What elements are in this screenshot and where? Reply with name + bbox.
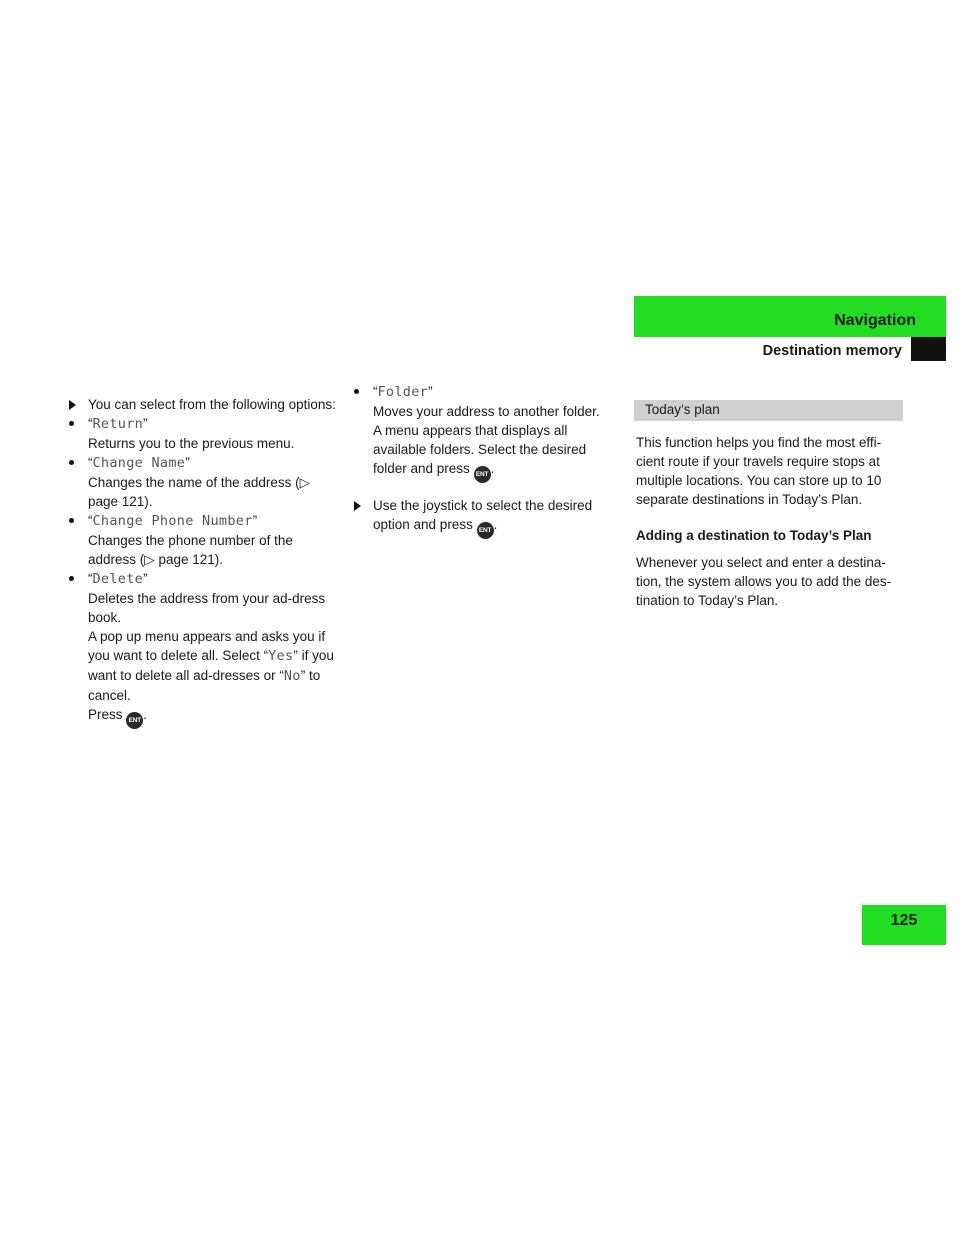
option-delete-label: Delete [92,571,144,587]
option-change-phone-desc: Changes the phone number of the address … [66,531,338,569]
page-number-tab [862,905,946,945]
step-text: You can select from the following option… [88,397,336,412]
section-heading-bar [634,400,903,421]
header-marker-block [911,337,946,361]
column-middle: “Folder” Moves your address to another f… [351,382,621,539]
chapter-title: Navigation [834,312,916,329]
ent-button-icon: ENT [126,712,144,729]
option-change-name-desc: Changes the name of the address (▷ page … [66,473,338,511]
option-return: “Return” [66,414,338,434]
todays-plan-intro: This function helps you find the most ef… [636,435,882,507]
option-delete: “Delete” [66,569,338,589]
header-chapter-bar [634,296,946,337]
desc-text: A menu appears that displays all availab… [373,423,587,476]
step-joystick: Use the joystick to select the desired o… [351,496,621,539]
page-ref-text: page 121). [158,552,223,567]
delete-popup-desc: A pop up menu appears and asks you if yo… [66,627,338,705]
bullet-icon [69,576,74,581]
step-select-options: You can select from the following option… [66,395,338,414]
adding-destination-subheading: Adding a destination to Today’s Plan [636,528,872,543]
page-ref-text: page 121). [88,494,153,509]
ent-button-icon: ENT [473,466,491,483]
option-return-desc: Returns you to the previous menu. [88,436,295,451]
page-ref-icon: ▷ [299,475,311,490]
todays-plan-heading: Today’s plan [645,402,720,417]
yes-label: Yes [268,648,294,664]
page-number: 125 [890,912,918,929]
column-left: You can select from the following option… [66,395,338,729]
option-folder: “Folder” [351,382,621,402]
option-folder-label: Folder [377,384,429,400]
folder-menu-desc: A menu appears that displays all availab… [351,421,621,483]
bullet-icon [69,460,74,465]
press-text: Press [88,707,123,722]
option-delete-desc: Deletes the address from your ad-dress b… [88,591,326,625]
ent-button-icon: ENT [476,522,494,539]
desc-text: A pop up menu appears and asks you if yo… [88,629,326,663]
option-change-name-label: Change Name [92,455,186,471]
option-change-phone-label: Change Phone Number [92,513,253,529]
step-text: Use the joystick to select the desired o… [373,498,593,532]
no-label: No [283,668,301,684]
page-ref-icon: ▷ [144,552,155,567]
desc-text: Changes the name of the address ( [88,475,300,490]
desc-text: ” if you want to delete all ad-dresses o… [88,648,334,683]
desc-text: ” to cancel. [88,668,321,703]
section-title: Destination memory [762,343,902,359]
option-return-label: Return [92,416,144,432]
bullet-icon [354,389,359,394]
step-arrow-icon [354,501,361,511]
option-folder-desc: Moves your address to another folder. [373,404,600,419]
option-change-phone: “Change Phone Number” [66,511,338,531]
adding-destination-body: Whenever you select and enter a destina-… [636,555,892,608]
step-arrow-icon [69,400,76,410]
bullet-icon [69,421,74,426]
option-change-name: “Change Name” [66,453,338,473]
press-ent-line: Press ENT. [66,705,338,729]
desc-text: Changes the phone number of the address … [88,533,293,567]
column-right: This function helps you find the most ef… [636,433,906,610]
bullet-icon [69,518,74,523]
